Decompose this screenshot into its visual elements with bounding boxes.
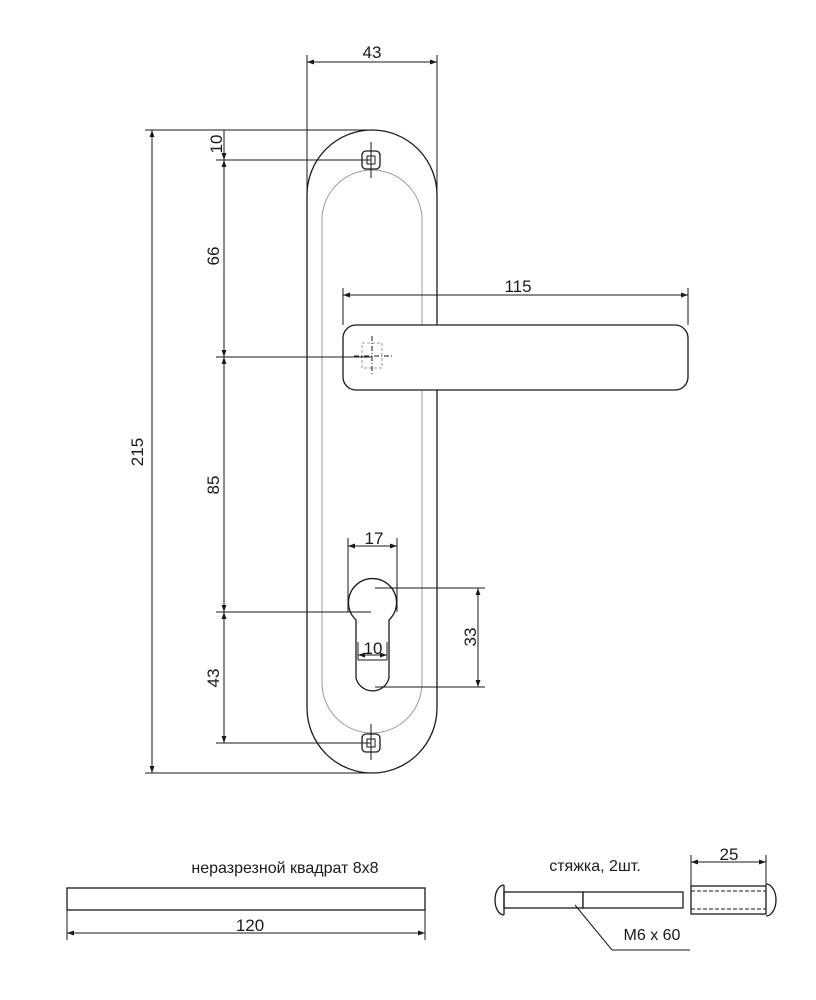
dim-cylinder-height: 33 bbox=[375, 587, 485, 688]
dim-cylinder-to-bottom-hole-label: 43 bbox=[204, 669, 223, 688]
dim-slot-width-label: 10 bbox=[364, 639, 383, 658]
threaded-sleeve: 25 bbox=[690, 845, 777, 917]
dim-handle-length: 115 bbox=[342, 277, 689, 325]
dim-plate-width-label: 43 bbox=[363, 43, 382, 62]
dim-cylinder-width: 17 bbox=[347, 529, 398, 612]
dim-cylinder-width-label: 17 bbox=[365, 529, 384, 548]
screws-title: стяжка, 2шт. bbox=[549, 858, 641, 875]
dim-hole-to-spindle-label: 66 bbox=[204, 247, 223, 266]
dim-chain: 10 66 85 43 bbox=[204, 130, 371, 744]
sleeve-length-label: 25 bbox=[720, 845, 739, 864]
connecting-screw: стяжка, 2шт. М6 х 60 bbox=[494, 858, 690, 951]
cylinder-cutout bbox=[347, 578, 398, 692]
backplate bbox=[306, 129, 438, 774]
dim-top-hole-offset-label: 10 bbox=[207, 135, 226, 154]
dim-cylinder-height-label: 33 bbox=[461, 628, 480, 647]
spindle-square: неразрезной квадрат 8х8 120 bbox=[66, 860, 426, 940]
dim-spindle-to-cylinder-label: 85 bbox=[204, 476, 223, 495]
bottom-screw-hole bbox=[361, 724, 381, 760]
handle-lever bbox=[342, 324, 689, 391]
dim-handle-length-label: 115 bbox=[504, 277, 531, 296]
dim-total-height-label: 215 bbox=[128, 438, 147, 466]
dim-total-height: 215 bbox=[128, 129, 372, 774]
square-length-label: 120 bbox=[236, 916, 264, 935]
screw-spec: М6 х 60 bbox=[624, 927, 681, 944]
square-title: неразрезной квадрат 8х8 bbox=[191, 860, 378, 877]
dim-slot-width: 10 bbox=[357, 639, 388, 660]
dim-plate-width: 43 bbox=[306, 43, 438, 195]
